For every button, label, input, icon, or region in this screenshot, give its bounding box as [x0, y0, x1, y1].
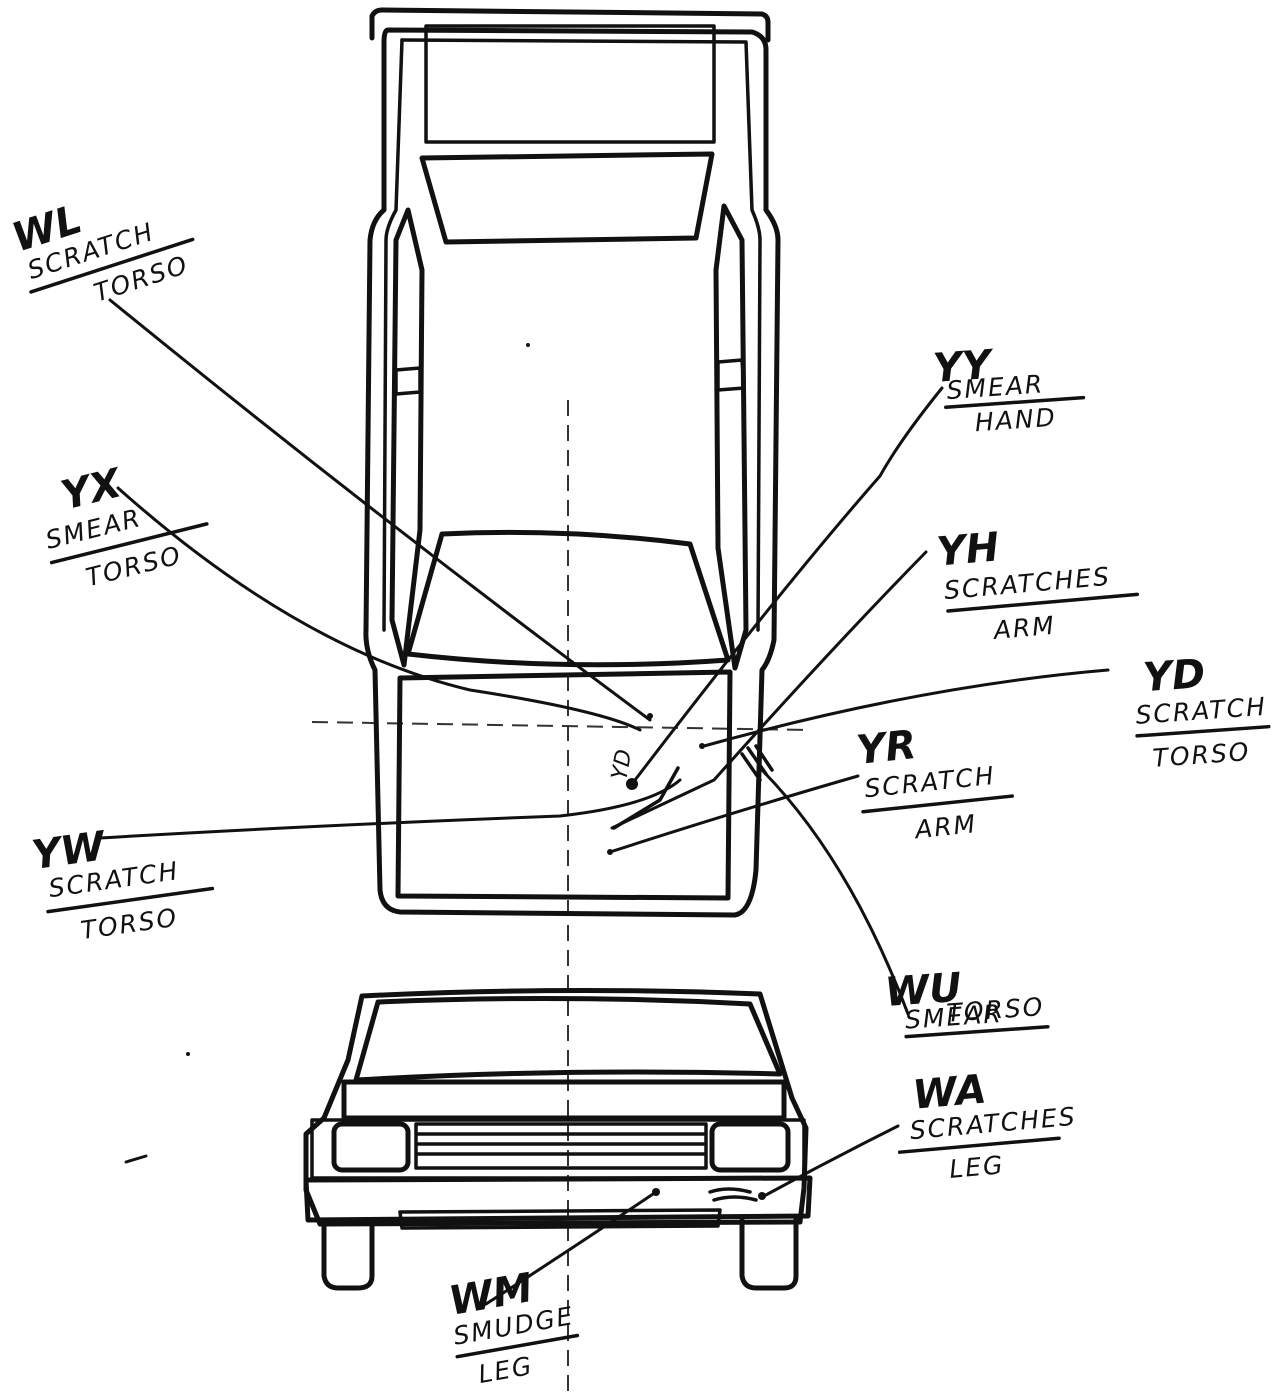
annotation-code: YW: [29, 823, 110, 879]
annotation-location: ARM: [991, 611, 1057, 645]
annotation-yd: YD SCRATCH TORSO: [1135, 651, 1271, 773]
annotation-code: WU: [883, 965, 963, 1016]
leader-lines: [98, 298, 1110, 1306]
leader-wu: [760, 768, 910, 1016]
annotation-location: LEG: [948, 1150, 1005, 1184]
bumper-mark: [708, 1187, 758, 1202]
annotation-code: YH: [935, 524, 1001, 575]
stray-marks: [124, 343, 530, 1164]
right-front-tire: [739, 1215, 799, 1291]
leader-yx: [116, 486, 642, 732]
annotation-location: ARM: [912, 809, 979, 845]
annotation-yr: YR SCRATCH ARM: [854, 722, 1014, 845]
annotation-code: WA: [911, 1066, 988, 1118]
hood-mark-label: YD: [607, 748, 637, 782]
car-body-outline: [363, 27, 781, 918]
car-front-view: [303, 987, 813, 1291]
annotation-type: SMEAR: [946, 369, 1046, 405]
front-windshield: [353, 995, 783, 1083]
annotation-location: TORSO: [1152, 737, 1252, 773]
annotation-wm: WM SMUDGE LEG: [446, 1265, 580, 1389]
leader-yr: [608, 774, 860, 854]
leader-wl: [108, 298, 652, 722]
annotation-wl: WL SCRATCH TORSO: [7, 196, 195, 308]
leader-yh: [610, 550, 928, 830]
leader-wm: [484, 1190, 658, 1306]
annotation-location: TORSO: [79, 903, 180, 945]
leader-yw: [98, 778, 682, 840]
annotation-yw: YW SCRATCH TORSO: [29, 823, 215, 945]
evidence-marks: YD: [607, 713, 774, 1200]
annotation-location: TORSO: [946, 992, 1046, 1028]
rear-spoiler: [369, 7, 771, 43]
leader-wa: [762, 1124, 900, 1198]
leader-yd: [702, 668, 1110, 748]
front-bumper: [303, 1175, 813, 1223]
annotation-wa: WA SCRATCHES LEG: [897, 1066, 1078, 1184]
annotation-location: TORSO: [83, 540, 185, 592]
annotation-type: SMEAR: [904, 999, 1004, 1035]
left-front-tire: [321, 1219, 375, 1291]
right-headlight: [709, 1121, 791, 1173]
annotation-yy: YY SMEAR HAND: [931, 342, 1086, 438]
car-top-view: [363, 7, 781, 918]
annotation-wu: WU SMEAR TORSO: [883, 965, 1050, 1039]
front-hood-lip: [341, 1079, 787, 1121]
annotation-code: YR: [854, 722, 918, 774]
left-headlight: [331, 1121, 411, 1173]
leader-yy: [630, 386, 944, 786]
rear-window: [419, 151, 715, 245]
rear-deck: [424, 24, 716, 144]
left-side-window: [389, 207, 425, 668]
annotation-yx: YX SMEAR TORSO: [43, 460, 209, 592]
right-side-window: [713, 203, 749, 671]
annotation-yh: YH SCRATCHES ARM: [935, 524, 1139, 645]
annotation-location: HAND: [974, 403, 1058, 438]
annotation-code: YY: [931, 342, 996, 392]
annotation-location: LEG: [476, 1351, 535, 1389]
center-lines: [311, 400, 809, 1398]
grille: [414, 1122, 708, 1170]
front-body-outline: [303, 987, 809, 1227]
car-body-inner: [400, 38, 762, 632]
annotation-code: YD: [1141, 651, 1206, 701]
